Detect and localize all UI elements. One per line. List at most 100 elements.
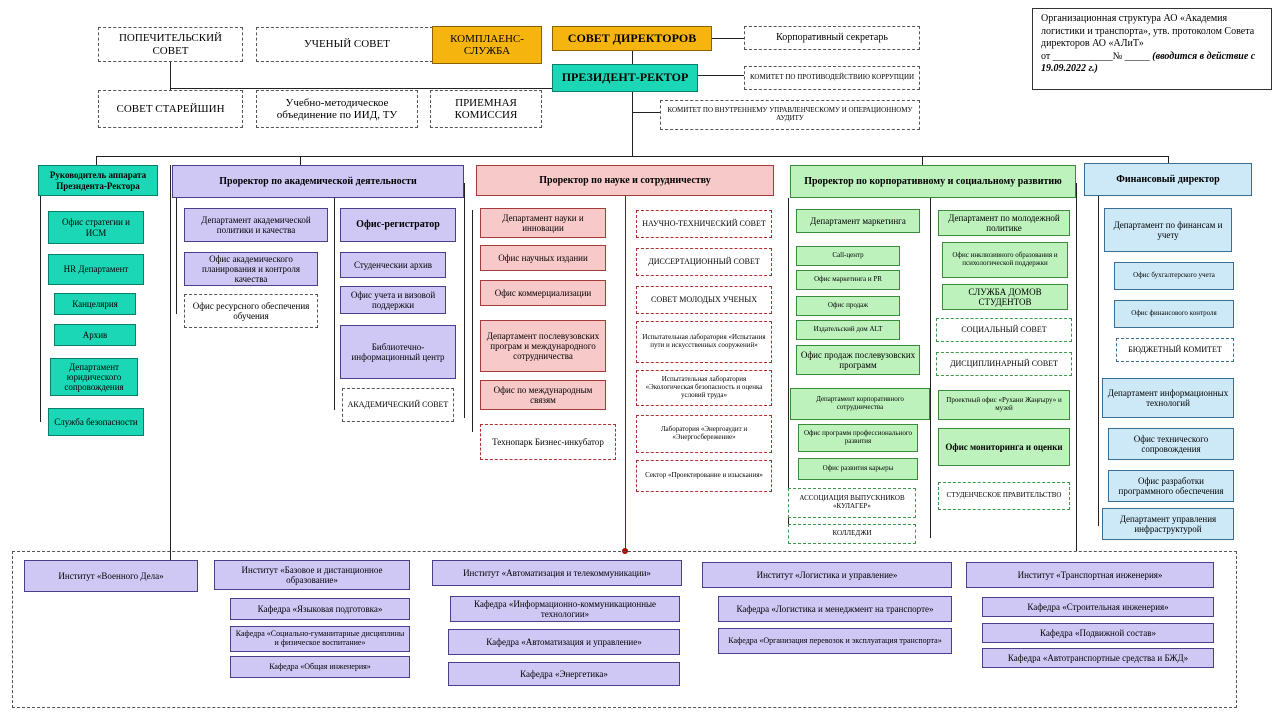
academic-policy-department[interactable]: Департамент академической политики и кач… xyxy=(184,208,328,242)
hr-department[interactable]: HR Департамент xyxy=(48,254,144,285)
dept-languages[interactable]: Кафедра «Языковая подготовка» xyxy=(230,598,410,620)
call-center[interactable]: Call-центр xyxy=(796,246,900,266)
postgrad-sales-office[interactable]: Офис продаж послевузовских программ xyxy=(796,345,920,375)
student-government[interactable]: СТУДЕНЧЕСКОЕ ПРАВИТЕЛЬСТВО xyxy=(938,482,1070,510)
methodical-association[interactable]: Учебно-методическое объединение по ИИД, … xyxy=(256,90,418,128)
technical-support-office[interactable]: Офис технического сопровождения xyxy=(1108,428,1234,460)
board-of-directors[interactable]: СОВЕТ ДИРЕКТОРОВ xyxy=(552,26,712,51)
technopark[interactable]: Технопарк Бизнес-инкубатор xyxy=(480,424,616,460)
international-office[interactable]: Офис по международным связям xyxy=(480,380,606,410)
financial-control-office[interactable]: Офис финансового контроля xyxy=(1114,300,1234,328)
academic-council-top[interactable]: УЧЕНЫЙ СОВЕТ xyxy=(256,27,438,62)
admission-committee[interactable]: ПРИЕМНАЯ КОМИССИЯ xyxy=(430,90,542,128)
finance-department[interactable]: Департамент по финансам и учету xyxy=(1104,208,1232,252)
approval-note-text: Организационная структура АО «Академия л… xyxy=(1041,13,1255,49)
dept-civil-engineering[interactable]: Кафедра «Строительная инженерия» xyxy=(982,597,1214,617)
visa-support-office[interactable]: Офис учета и визовой поддержки xyxy=(340,286,446,314)
sales-office-label: Офис продаж xyxy=(827,301,869,310)
dept-rolling-stock[interactable]: Кафедра «Подвижной состав» xyxy=(982,623,1214,643)
disciplinary-council[interactable]: ДИСЦИПЛИНАРНЫЙ СОВЕТ xyxy=(936,352,1072,376)
budget-committee-label: БЮДЖЕТНЫЙ КОМИТЕТ xyxy=(1128,344,1222,354)
board-of-directors-label: СОВЕТ ДИРЕКТОРОВ xyxy=(567,30,697,45)
president-rector[interactable]: ПРЕЗИДЕНТ-РЕКТОР xyxy=(552,64,698,92)
anticorruption-committee[interactable]: КОМИТЕТ ПО ПРОТИВОДЕЙСТВИЮ КОРРУПЦИИ xyxy=(744,66,920,90)
institute-basic[interactable]: Институт «Базовое и дистанционное образо… xyxy=(214,560,410,590)
institute-automation[interactable]: Институт «Автоматизация и телекоммуникац… xyxy=(432,560,682,586)
marketing-pr-office[interactable]: Офис маркетинга и PR xyxy=(796,270,900,290)
strategy-office[interactable]: Офис стратегии и ИСМ xyxy=(48,211,144,244)
infrastructure-department[interactable]: Департамент управления инфраструктурой xyxy=(1102,508,1234,540)
vice-rector-academic[interactable]: Проректор по академической деятельности xyxy=(172,165,464,198)
dept-logistics-management[interactable]: Кафедра «Логистика и менеджмент на транс… xyxy=(718,596,952,622)
chancellery[interactable]: Канцелярия xyxy=(54,293,136,315)
budget-committee[interactable]: БЮДЖЕТНЫЙ КОМИТЕТ xyxy=(1116,338,1234,362)
audit-committee[interactable]: КОМИТЕТ ПО ВНУТРЕННЕМУ УПРАВЛЕНЧЕСКОМУ И… xyxy=(660,100,920,130)
commercialization-office[interactable]: Офис коммерциализации xyxy=(480,280,606,306)
dept-transport-operations[interactable]: Кафедра «Организация перевозок и эксплуа… xyxy=(718,628,952,654)
postgrad-department[interactable]: Департамент послевузовских програм и меж… xyxy=(480,320,606,372)
publications-office[interactable]: Офис научных издании xyxy=(480,245,606,271)
dormitory-service[interactable]: СЛУЖБА ДОМОВ СТУДЕНТОВ xyxy=(942,284,1068,310)
energy-audit-lab[interactable]: Лаборатория «Энергоаудит и «Энергосбереж… xyxy=(636,415,772,453)
dept-ict[interactable]: Кафедра «Информационно-коммуникационные … xyxy=(450,596,680,622)
vice-rector-corporate[interactable]: Проректор по корпоративному и социальном… xyxy=(790,165,1076,198)
dept-automation[interactable]: Кафедра «Автоматизация и управление» xyxy=(448,629,680,655)
institute-military[interactable]: Институт «Военного Дела» xyxy=(24,560,198,592)
dissertation-council[interactable]: ДИССЕРТАЦИОННЫЙ СОВЕТ xyxy=(636,248,772,276)
institute-basic-label: Институт «Базовое и дистанционное образо… xyxy=(241,564,383,585)
dept-civil-engineering-label: Кафедра «Строительная инженерия» xyxy=(1027,601,1169,612)
it-department[interactable]: Департамент информационных технологий xyxy=(1102,378,1234,418)
compliance-service[interactable]: КОМПЛАЕНС-СЛУЖБА xyxy=(432,26,542,64)
council-of-elders[interactable]: СОВЕТ СТАРЕЙШИН xyxy=(98,90,243,128)
dept-humanities[interactable]: Кафедра «Социально-гуманитарные дисципли… xyxy=(230,626,410,652)
legal-department[interactable]: Департамент юридического сопровождения xyxy=(50,358,138,396)
design-sector[interactable]: Сектор «Проектирование и изыскания» xyxy=(636,460,772,492)
publishing-house[interactable]: Издательский дом ALT xyxy=(796,320,900,340)
science-department[interactable]: Департамент науки и инновации xyxy=(480,208,606,238)
vice-rector-science[interactable]: Проректор по науке и сотрудничеству xyxy=(476,165,774,196)
young-scientists-council[interactable]: СОВЕТ МОЛОДЫХ УЧЕНЫХ xyxy=(636,286,772,314)
board-of-trustees-label: ПОПЕЧИТЕЛЬСКИЙ СОВЕТ xyxy=(118,32,222,57)
dept-general-engineering[interactable]: Кафедра «Общая инженерия» xyxy=(230,656,410,678)
sales-office[interactable]: Офис продаж xyxy=(796,296,900,316)
marketing-department[interactable]: Департамент маркетинга xyxy=(796,209,920,233)
corporate-cooperation-department[interactable]: Департамент корпоративного сотрудничеств… xyxy=(790,388,930,420)
dept-motor-vehicles[interactable]: Кафедра «Автотранспортные средства и БЖД… xyxy=(982,648,1214,668)
library-center[interactable]: Библиотечно-информационный центр xyxy=(340,325,456,379)
registrar-office[interactable]: Офис-регистратор xyxy=(340,208,456,242)
alumni-association[interactable]: АССОЦИАЦИЯ ВЫПУСКНИКОВ «КУЛАГЕР» xyxy=(788,488,916,518)
board-of-trustees[interactable]: ПОПЕЧИТЕЛЬСКИЙ СОВЕТ xyxy=(98,27,243,62)
software-development-office[interactable]: Офис разработки программного обеспечения xyxy=(1108,470,1234,502)
track-testing-lab[interactable]: Испытательная лаборатория «Испытания пут… xyxy=(636,321,772,363)
dept-energy[interactable]: Кафедра «Энергетика» xyxy=(448,662,680,686)
finance-department-label: Департамент по финансам и учету xyxy=(1113,219,1223,240)
professional-programs-office[interactable]: Офис программ профессионального развития xyxy=(798,424,918,452)
academic-planning-office[interactable]: Офис академического планирования и контр… xyxy=(184,252,318,286)
admission-committee-label: ПРИЕМНАЯ КОМИССИЯ xyxy=(454,96,518,121)
social-council[interactable]: СОЦИАЛЬНЫЙ СОВЕТ xyxy=(936,318,1072,342)
student-archive[interactable]: Студенческии архив xyxy=(340,252,446,278)
academic-council[interactable]: АКАДЕМИЧЕСКИЙ СОВЕТ xyxy=(342,388,454,422)
design-sector-label: Сектор «Проектирование и изыскания» xyxy=(645,471,763,480)
monitoring-office[interactable]: Офис мониторинга и оценки xyxy=(938,428,1070,466)
archive[interactable]: Архив xyxy=(54,324,136,346)
security-service[interactable]: Служба безопасности xyxy=(48,408,144,436)
institute-logistics[interactable]: Институт «Логистика и управление» xyxy=(702,562,952,588)
archive-label: Архив xyxy=(82,329,108,340)
scientific-council[interactable]: НАУЧНО-ТЕХНИЧЕСКИЙ СОВЕТ xyxy=(636,210,772,238)
ecology-lab[interactable]: Испытательная лаборатория «Экологическая… xyxy=(636,370,772,406)
colleges[interactable]: КОЛЛЕДЖИ xyxy=(788,524,916,544)
visa-support-office-label: Офис учета и визовой поддержки xyxy=(350,289,436,310)
accounting-office[interactable]: Офис бухгалтерского учета xyxy=(1114,262,1234,290)
financial-director[interactable]: Финансовый директор xyxy=(1084,163,1252,196)
youth-policy-department[interactable]: Департамент по молодежной политике xyxy=(938,210,1070,236)
corporate-secretary[interactable]: Корпоративный секретарь xyxy=(744,26,920,50)
career-office[interactable]: Офис развития карьеры xyxy=(798,458,918,480)
inclusive-education-office[interactable]: Офис инклюзивного образования и психолог… xyxy=(942,242,1068,278)
inclusive-education-office-label: Офис инклюзивного образования и психолог… xyxy=(952,251,1058,267)
rukhani-office[interactable]: Проектный офис «Рухани Жаңғыру» и музей xyxy=(938,390,1070,420)
resource-office[interactable]: Офис ресурсного обеспечения обучения xyxy=(184,294,318,328)
institute-transport[interactable]: Институт «Транспортная инженерия» xyxy=(966,562,1214,588)
chief-of-staff[interactable]: Руководитель аппарата Президента-Ректора xyxy=(38,165,158,196)
colleges-label: КОЛЛЕДЖИ xyxy=(832,529,872,538)
